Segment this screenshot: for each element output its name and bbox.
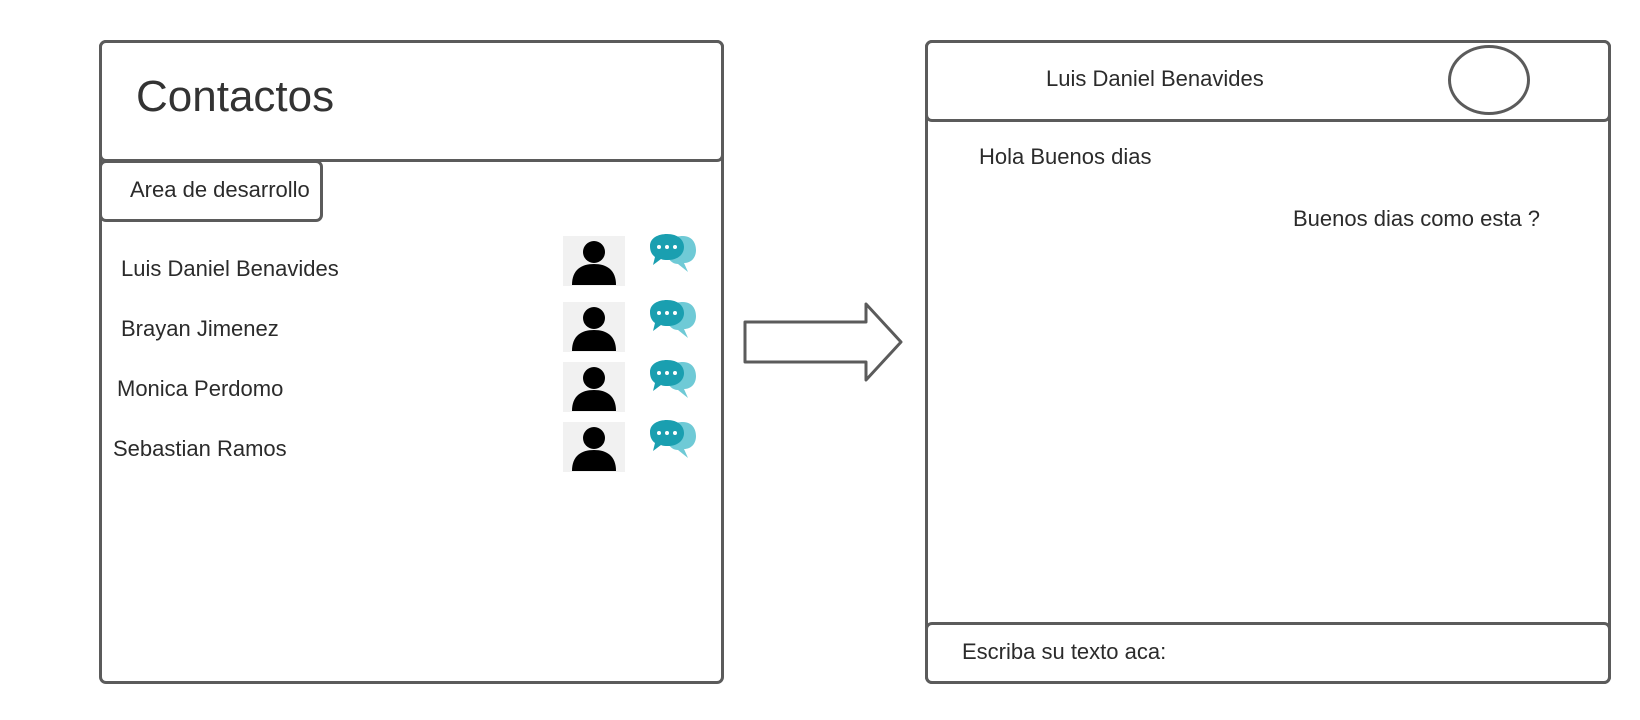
person-icon[interactable] xyxy=(563,302,625,352)
right-arrow-icon xyxy=(743,302,903,382)
contacts-header xyxy=(99,40,724,162)
chat-panel xyxy=(925,40,1611,684)
chat-bubbles-icon[interactable] xyxy=(648,420,698,468)
person-icon[interactable] xyxy=(563,362,625,412)
person-icon[interactable] xyxy=(563,236,625,286)
department-tab-label: Area de desarrollo xyxy=(130,177,310,202)
person-icon[interactable] xyxy=(563,422,625,472)
contact-name[interactable]: Sebastian Ramos xyxy=(113,436,287,461)
department-tab[interactable] xyxy=(99,160,323,222)
chat-contact-name: Luis Daniel Benavides xyxy=(1046,66,1264,91)
contact-name[interactable]: Luis Daniel Benavides xyxy=(121,256,339,281)
chat-bubbles-icon[interactable] xyxy=(648,300,698,348)
chat-bubbles-icon[interactable] xyxy=(648,234,698,282)
chat-message-outgoing: Buenos dias como esta ? xyxy=(1293,206,1541,231)
contacts-title: Contactos xyxy=(136,72,335,121)
chat-bubbles-icon[interactable] xyxy=(648,360,698,408)
message-input[interactable] xyxy=(925,622,1611,684)
chat-avatar[interactable] xyxy=(1448,45,1530,115)
chat-message-incoming: Hola Buenos dias xyxy=(979,144,1152,169)
contact-name[interactable]: Monica Perdomo xyxy=(117,376,284,401)
message-input-placeholder: Escriba su texto aca: xyxy=(962,639,1167,664)
contact-name[interactable]: Brayan Jimenez xyxy=(121,316,279,341)
